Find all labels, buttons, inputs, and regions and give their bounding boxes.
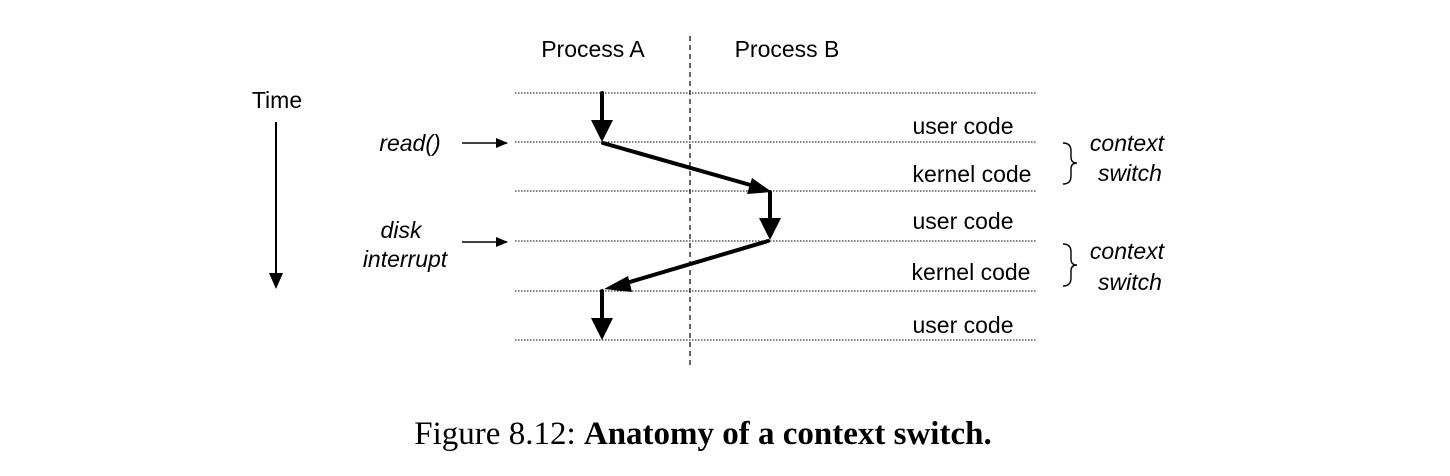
- caption-title: Anatomy of a context switch.: [584, 416, 992, 452]
- arrowhead-down: [759, 218, 781, 240]
- time-label: Time: [252, 87, 302, 113]
- disk-event-label: disk: [381, 217, 423, 243]
- execution-arrowheads: [591, 120, 781, 340]
- execution-path: [600, 91, 772, 322]
- process-b-header: Process B: [735, 36, 840, 62]
- exec-a-to-b-switch: [601, 141, 756, 188]
- time-boundaries: [515, 92, 1037, 341]
- arrowhead-down: [591, 120, 613, 142]
- user-code-label-1: user code: [912, 113, 1013, 139]
- context-switch-2-line1: context: [1090, 238, 1166, 264]
- arrowhead-left: [604, 276, 632, 292]
- caption-prefix: Figure 8.12:: [414, 416, 575, 452]
- process-a-header: Process A: [541, 36, 645, 62]
- time-arrow-head: [269, 273, 283, 289]
- read-event-label: read(): [379, 130, 440, 156]
- arrowhead-down: [591, 318, 613, 340]
- context-switch-1-line2: switch: [1098, 160, 1162, 186]
- context-switch-brace-1: [1062, 142, 1078, 185]
- kernel-code-label-1: kernel code: [913, 161, 1032, 187]
- kernel-code-label-2: kernel code: [912, 259, 1031, 285]
- exec-b-to-a-switch: [621, 239, 770, 286]
- context-switch-1-line1: context: [1090, 130, 1166, 156]
- figure-caption: Figure 8.12: Anatomy of a context switch…: [414, 416, 991, 452]
- interrupt-event-label: interrupt: [363, 246, 449, 272]
- user-code-label-2: user code: [912, 208, 1013, 234]
- context-switch-2-line2: switch: [1098, 269, 1162, 295]
- user-code-label-3: user code: [912, 312, 1013, 338]
- context-switch-brace-2: [1062, 243, 1078, 287]
- arrowhead-right: [747, 178, 772, 194]
